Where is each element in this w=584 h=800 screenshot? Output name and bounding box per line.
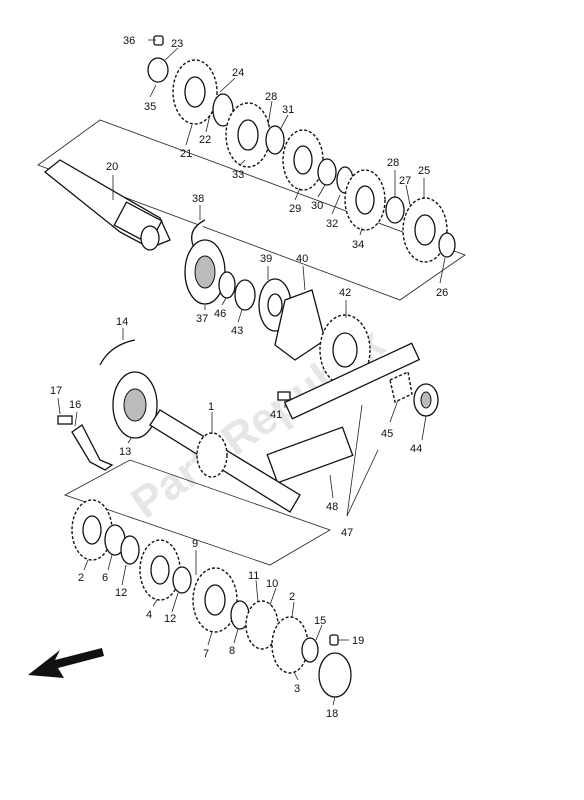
label-15: 15 bbox=[314, 615, 326, 627]
drive-sprocket-and-chain[interactable] bbox=[266, 314, 439, 484]
label-13: 13 bbox=[119, 446, 131, 458]
label-19: 19 bbox=[352, 635, 364, 647]
label-29: 29 bbox=[289, 203, 301, 215]
label-46: 46 bbox=[214, 308, 226, 320]
label-4: 4 bbox=[146, 609, 152, 621]
label-10: 10 bbox=[266, 578, 278, 590]
label-30: 30 bbox=[311, 200, 323, 212]
countershaft-frame bbox=[37, 119, 466, 301]
label-44: 44 bbox=[410, 443, 422, 455]
label-1: 1 bbox=[208, 401, 214, 413]
label-45: 45 bbox=[381, 428, 393, 440]
label-34: 34 bbox=[352, 239, 364, 251]
upper-gear-stack[interactable] bbox=[147, 35, 456, 263]
label-26: 26 bbox=[436, 287, 448, 299]
countershaft-20[interactable] bbox=[43, 159, 171, 251]
label-42: 42 bbox=[339, 287, 351, 299]
bolt-41[interactable] bbox=[277, 391, 291, 401]
label-22: 22 bbox=[199, 134, 211, 146]
lower-gear-stack[interactable] bbox=[71, 499, 352, 698]
label-36: 36 bbox=[123, 35, 135, 47]
label-32: 32 bbox=[326, 218, 338, 230]
mainshaft-frame bbox=[64, 459, 331, 566]
label-38: 38 bbox=[192, 193, 204, 205]
countershaft-bearing-parts[interactable] bbox=[184, 219, 326, 361]
label-3: 3 bbox=[294, 683, 300, 695]
label-48: 48 bbox=[326, 501, 338, 513]
leader-lines bbox=[57, 39, 446, 706]
label-23: 23 bbox=[171, 38, 183, 50]
label-40: 40 bbox=[296, 253, 308, 265]
label-20: 20 bbox=[106, 161, 118, 173]
label-31: 31 bbox=[282, 104, 294, 116]
label-21: 21 bbox=[180, 148, 192, 160]
label-25: 25 bbox=[418, 165, 430, 177]
label-2a: 2 bbox=[78, 572, 84, 584]
mainshaft-bearing-parts[interactable] bbox=[57, 339, 158, 471]
label-7: 7 bbox=[203, 648, 209, 660]
label-9: 9 bbox=[192, 538, 198, 550]
label-24: 24 bbox=[232, 67, 244, 79]
part-labels: 36 23 24 35 21 22 28 31 33 29 30 32 34 2… bbox=[50, 35, 448, 720]
label-17: 17 bbox=[50, 385, 62, 397]
label-43: 43 bbox=[231, 325, 243, 337]
label-12a: 12 bbox=[115, 587, 127, 599]
label-27: 27 bbox=[399, 175, 411, 187]
label-37: 37 bbox=[196, 313, 208, 325]
label-35: 35 bbox=[144, 101, 156, 113]
label-2b: 2 bbox=[289, 591, 295, 603]
label-16: 16 bbox=[69, 399, 81, 411]
label-14: 14 bbox=[116, 316, 128, 328]
label-28b: 28 bbox=[387, 157, 399, 169]
label-33: 33 bbox=[232, 169, 244, 181]
label-18: 18 bbox=[326, 708, 338, 720]
label-28a: 28 bbox=[265, 91, 277, 103]
label-6: 6 bbox=[102, 572, 108, 584]
label-47: 47 bbox=[341, 527, 353, 539]
label-39: 39 bbox=[260, 253, 272, 265]
label-8: 8 bbox=[229, 645, 235, 657]
label-12b: 12 bbox=[164, 613, 176, 625]
label-11: 11 bbox=[248, 570, 259, 582]
label-41: 41 bbox=[270, 409, 282, 421]
arrow-left-down-icon bbox=[28, 648, 104, 678]
